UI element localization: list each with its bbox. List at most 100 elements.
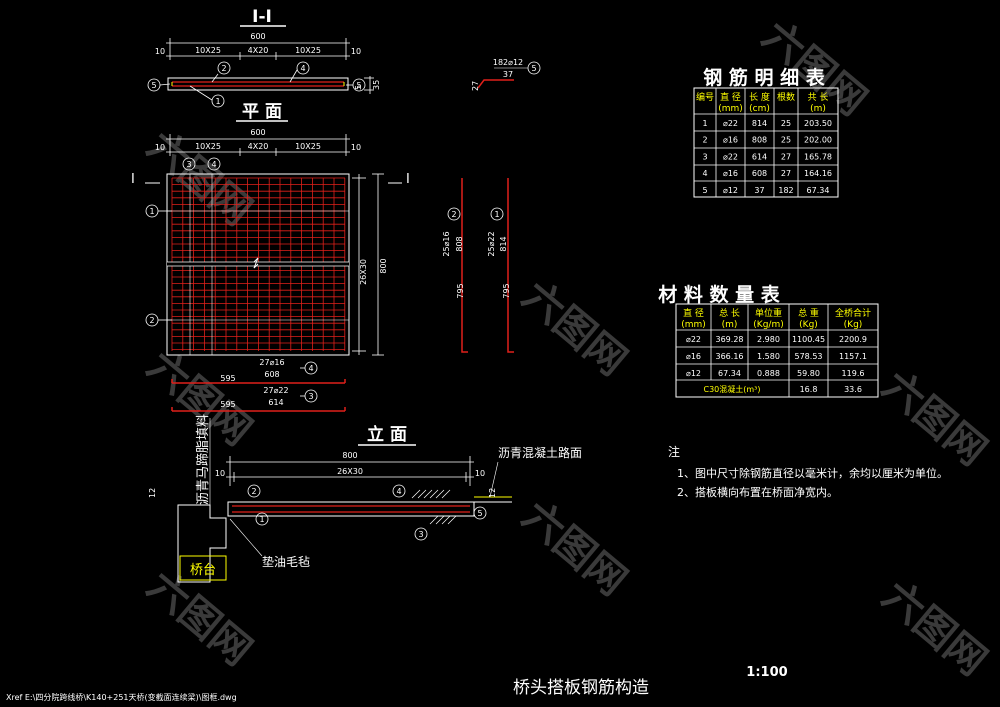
svg-text:814: 814: [499, 236, 508, 251]
plan-title: 平 面: [242, 102, 282, 122]
svg-text:10: 10: [351, 143, 361, 152]
svg-text:3: 3: [308, 392, 313, 401]
svg-text:5: 5: [531, 64, 536, 73]
table-cell: 578.53: [795, 352, 823, 361]
svg-text:2: 2: [149, 316, 154, 325]
table-header-cell: 长 度: [749, 91, 770, 103]
table-cell: 1.580: [757, 352, 780, 361]
bar2-detail: 2 25⌀16 808 795: [442, 178, 468, 353]
table-cell: C30混凝土(m³): [703, 384, 760, 394]
table-header-cell: 总 重: [798, 307, 819, 319]
table-cell: 67.34: [807, 186, 830, 195]
svg-text:六图网: 六图网: [874, 572, 995, 684]
table-header-cell: (mm): [718, 104, 743, 114]
table-cell: 67.34: [718, 369, 741, 378]
abutment-label: 桥台: [190, 563, 216, 578]
table-cell: ⌀22: [723, 152, 738, 161]
svg-text:10: 10: [155, 143, 165, 152]
drawing-title: 桥头搭板钢筋构造: [513, 678, 649, 698]
table-cell: 1: [702, 119, 707, 128]
table-cell: 2: [702, 136, 707, 145]
table-cell: 25: [781, 136, 791, 145]
table-cell: 369.28: [716, 335, 744, 344]
table-header-cell: 根数: [777, 91, 795, 103]
svg-text:5: 5: [354, 85, 363, 90]
svg-text:808: 808: [455, 236, 464, 251]
note-1: 1、图中尺寸除钢筋直径以毫米计，余均以厘米为单位。: [677, 466, 948, 480]
table-cell: 5: [702, 186, 707, 195]
bar1-detail: 1 25⌀22 814 795: [487, 178, 514, 353]
svg-text:595: 595: [220, 374, 235, 383]
table-header-cell: 总 长: [719, 307, 740, 319]
note-2: 2、搭板横向布置在桥面净宽内。: [677, 485, 838, 499]
svg-text:5: 5: [151, 81, 156, 90]
table-cell: 2.980: [757, 335, 780, 344]
table-cell: ⌀16: [723, 169, 738, 178]
svg-text:1: 1: [149, 207, 154, 216]
table-cell: 0.888: [757, 369, 780, 378]
notes-block: 注 1、图中尺寸除钢筋直径以毫米计，余均以厘米为单位。 2、搭板横向布置在桥面净…: [668, 444, 948, 499]
svg-text:5: 5: [356, 81, 361, 90]
svg-text:26X30: 26X30: [337, 467, 363, 476]
svg-text:600: 600: [250, 128, 265, 137]
svg-text:27⌀22: 27⌀22: [263, 386, 288, 395]
section-callouts: [147, 61, 366, 108]
table-cell: 3: [702, 152, 707, 161]
elevation-title: 立 面: [367, 424, 407, 445]
svg-text:1: 1: [215, 97, 220, 106]
svg-text:12: 12: [148, 488, 157, 498]
svg-text:27⌀16: 27⌀16: [259, 358, 284, 367]
svg-text:3: 3: [418, 530, 423, 539]
svg-text:2: 2: [251, 487, 256, 496]
svg-text:595: 595: [220, 400, 235, 409]
section-title: I-I: [252, 7, 272, 27]
table-cell: ⌀22: [686, 335, 701, 344]
svg-text:2: 2: [221, 64, 226, 73]
table-header-cell: 全桥合计: [835, 307, 871, 319]
table-header-cell: (Kg): [799, 320, 818, 330]
table-header-cell: 直 径: [720, 91, 741, 103]
elevation-view: 立 面 800 26X30 10 10 桥台 沥青马蹄脂填料: [148, 414, 582, 583]
table-cell: 203.50: [804, 119, 832, 128]
svg-text:10X25: 10X25: [295, 142, 321, 151]
table-cell: 25: [781, 119, 791, 128]
table-cell: 16.8: [800, 385, 818, 394]
svg-text:795: 795: [502, 283, 511, 298]
table-cell: 27: [781, 152, 791, 161]
table-header-cell: 编号: [696, 91, 714, 103]
table-cell: ⌀22: [723, 119, 738, 128]
svg-text:27: 27: [471, 81, 480, 91]
svg-text:4X20: 4X20: [248, 142, 269, 151]
svg-text:六图网: 六图网: [514, 492, 635, 604]
table-cell: 37: [754, 186, 764, 195]
table-cell: 808: [752, 136, 767, 145]
table-header-cell: 单位重: [755, 307, 782, 319]
svg-text:10: 10: [475, 469, 485, 478]
material-quantity-table: 材 料 数 量 表 直 径(mm)总 长(m)单位重(Kg/m)总 重(Kg)全…: [658, 283, 879, 398]
table-cell: 119.6: [842, 369, 865, 378]
table-cell: 59.80: [797, 369, 820, 378]
svg-text:4: 4: [211, 160, 216, 169]
material-table-title: 材 料 数 量 表: [658, 283, 780, 306]
svg-text:12: 12: [488, 488, 497, 498]
table-cell: 33.6: [844, 385, 862, 394]
svg-text:1: 1: [259, 515, 264, 524]
table-cell: 1157.1: [839, 352, 867, 361]
svg-text:3: 3: [186, 160, 191, 169]
table-cell: 814: [752, 119, 767, 128]
svg-text:37: 37: [503, 70, 513, 79]
table-cell: 4: [702, 169, 707, 178]
svg-text:5: 5: [477, 509, 482, 518]
section-seg1-dim: 10X25: [195, 46, 221, 55]
svg-text:六图网: 六图网: [139, 562, 260, 674]
svg-text:1: 1: [494, 210, 499, 219]
table-cell: 165.78: [804, 152, 832, 161]
svg-text:608: 608: [264, 370, 279, 379]
section-edge-dim-right: 10: [351, 47, 361, 56]
plan-callouts: [145, 157, 318, 403]
svg-text:614: 614: [268, 398, 283, 407]
svg-text:4: 4: [308, 364, 313, 373]
xref-path: Xref E:\四分院跨线桥\K140+251天桥(变截面连续梁)\图框.dwg: [6, 692, 237, 702]
drawing-scale: 1:100: [746, 665, 787, 680]
